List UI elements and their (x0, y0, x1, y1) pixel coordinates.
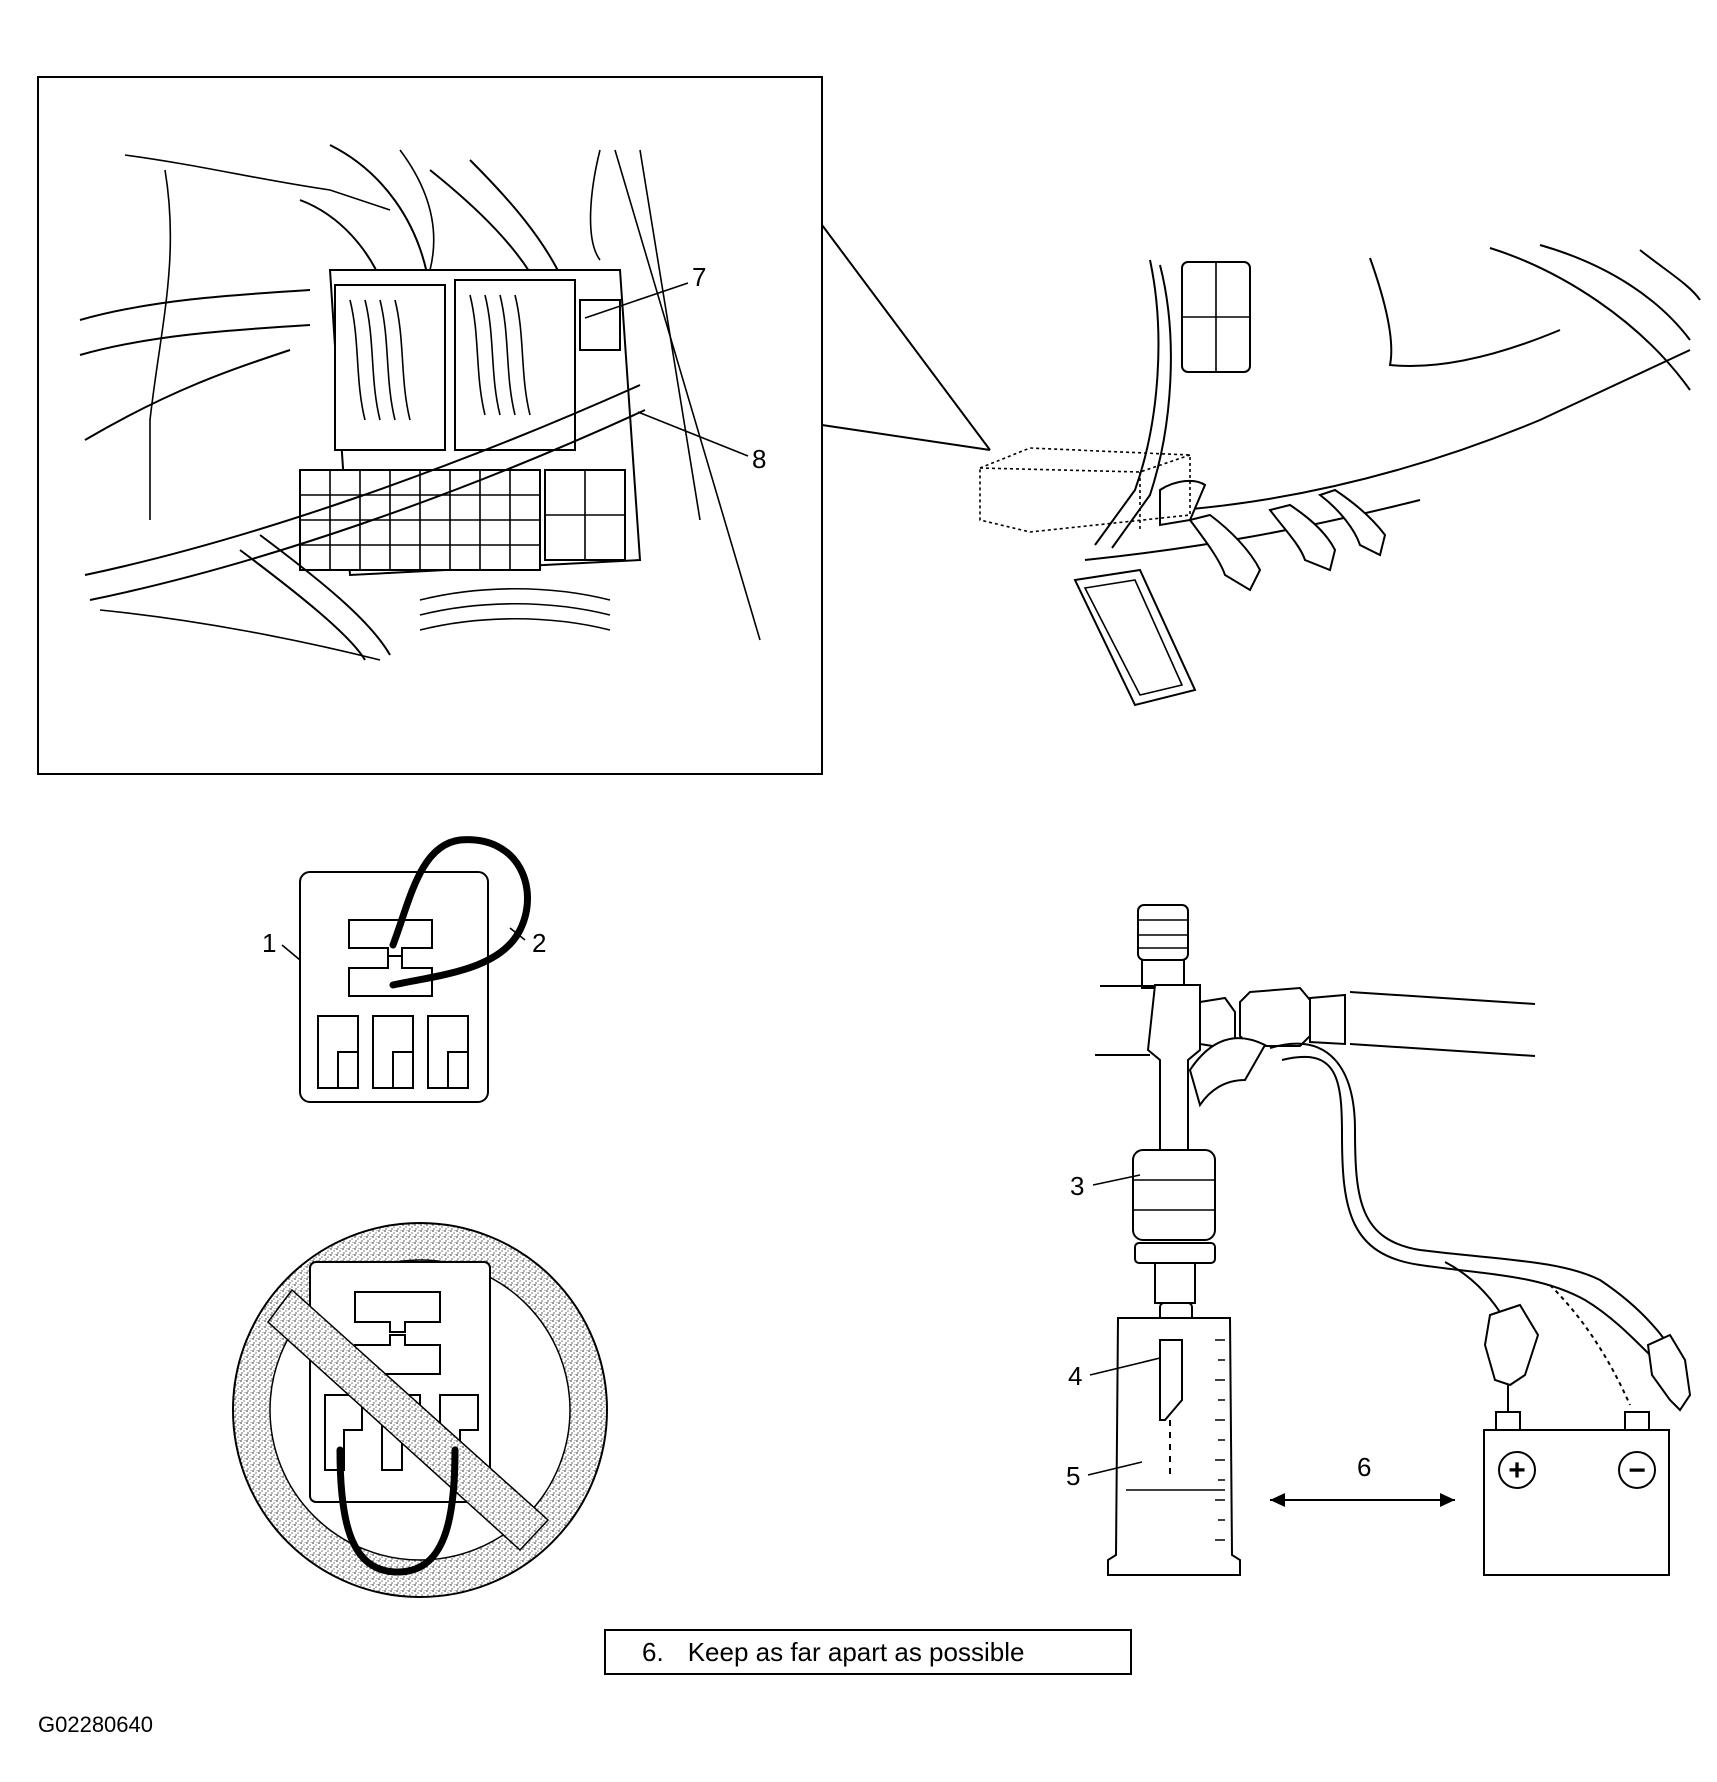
callout-7: 7 (692, 262, 706, 292)
figure-code: G02280640 (38, 1712, 153, 1737)
fuel-pump-test-setup: + − 3 4 5 6 (1066, 904, 1692, 1576)
fuse-grid (299, 469, 626, 571)
callout-3: 3 (1070, 1171, 1084, 1201)
relay-box-location-dotted (979, 447, 1191, 533)
dashboard-location-view (979, 244, 1701, 707)
negative-lead-dotted (1549, 1284, 1631, 1406)
legend-number: 6. (642, 1636, 664, 1667)
callout-5: 5 (1066, 1461, 1080, 1491)
jumper-wire-wrong (336, 1446, 459, 1576)
battery: + − (1483, 1411, 1670, 1576)
negative-terminal-symbol: − (1628, 1454, 1646, 1487)
distance-arrow (1270, 1493, 1455, 1507)
prohibited-slash (266, 1288, 550, 1552)
legend-box: 6. Keep as far apart as possible (604, 1629, 1132, 1675)
callout-1: 1 (262, 928, 276, 958)
relay-box-inset: 7 8 (37, 76, 823, 775)
callout-2: 2 (532, 928, 546, 958)
callout-8: 8 (752, 444, 766, 474)
legend-text: Keep as far apart as possible (687, 1636, 1025, 1667)
callout-6: 6 (1357, 1452, 1371, 1482)
measuring-beaker (1107, 1317, 1241, 1576)
relay-jumper-prohibited (232, 1222, 608, 1598)
callout-4: 4 (1068, 1361, 1082, 1391)
zoom-leader-lines (821, 224, 991, 451)
positive-terminal-symbol: + (1508, 1454, 1526, 1487)
jumper-wire (389, 836, 531, 989)
relay-jumper-correct: 1 2 (262, 836, 546, 1103)
